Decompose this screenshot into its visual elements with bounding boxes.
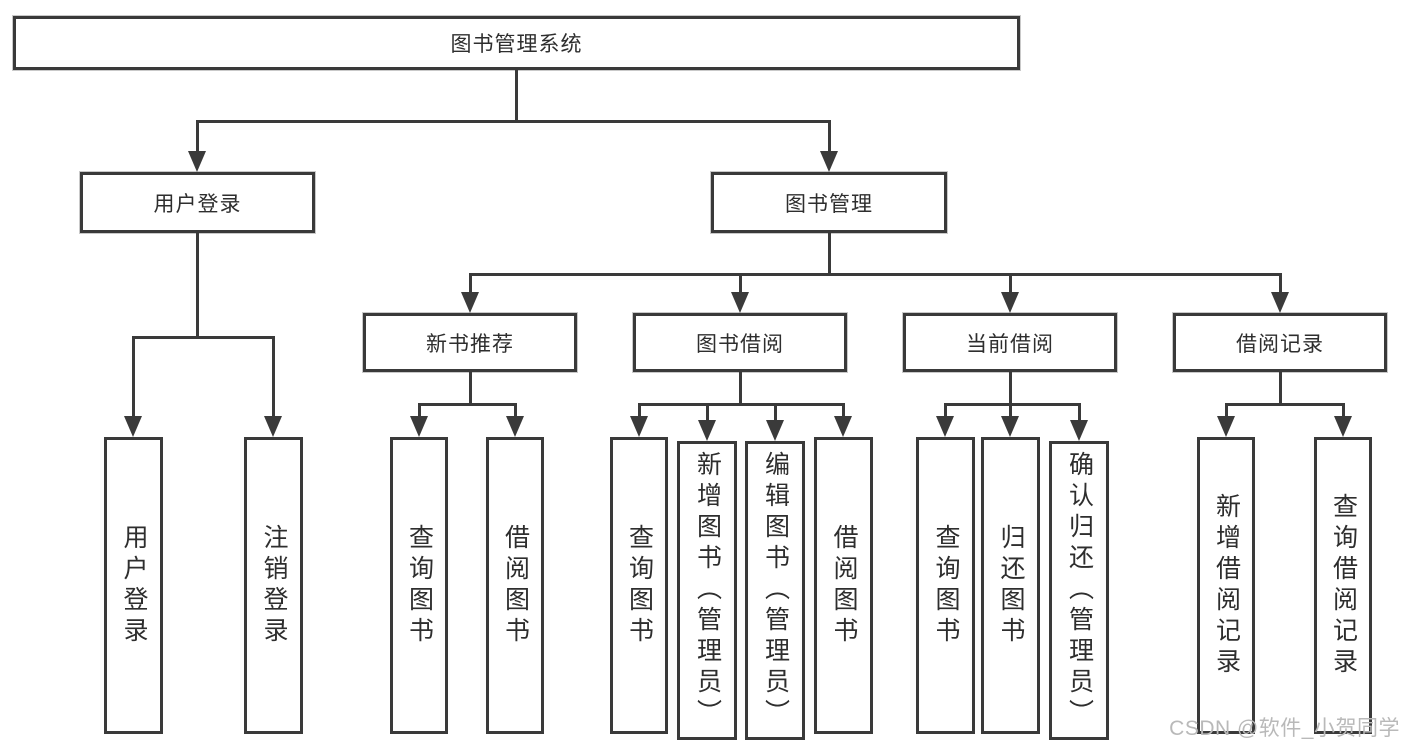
arrowhead-down-icon	[698, 420, 716, 441]
connector-drop	[1009, 273, 1012, 295]
connector-stem	[469, 372, 472, 406]
leaf-edit-book-admin: 编辑图书（管理员）	[745, 441, 805, 740]
leaf-confirm-return-admin: 确认归还（管理员）	[1049, 441, 1109, 740]
connector-rail	[1225, 403, 1345, 406]
node-current-borrowing: 当前借阅	[903, 313, 1117, 372]
leaf-query-book-3: 查询图书	[916, 437, 975, 734]
leaf-query-borrow-record: 查询借阅记录	[1314, 437, 1372, 734]
connector-rail	[132, 336, 275, 339]
connector-drop	[418, 403, 421, 419]
connector-rail	[196, 120, 831, 123]
connector-stem	[196, 233, 199, 339]
node-label: 查询图书	[405, 523, 434, 648]
connector-stem	[1279, 372, 1282, 406]
connector-drop	[272, 336, 275, 419]
arrowhead-down-icon	[124, 416, 142, 437]
node-book-borrowing: 图书借阅	[633, 313, 847, 372]
node-label: 注销登录	[260, 523, 288, 648]
arrowhead-down-icon	[731, 292, 749, 313]
node-label: 归还图书	[997, 523, 1025, 648]
leaf-borrow-book-2: 借阅图书	[814, 437, 873, 734]
leaf-return-book: 归还图书	[981, 437, 1040, 734]
leaf-logout: 注销登录	[244, 437, 303, 734]
arrowhead-down-icon	[506, 416, 524, 437]
arrowhead-down-icon	[1070, 420, 1088, 441]
connector-drop	[739, 273, 742, 295]
connector-drop	[828, 120, 831, 154]
node-label: 查询图书	[625, 523, 654, 648]
connector-rail	[469, 273, 1282, 276]
connector-drop	[706, 403, 709, 423]
leaf-add-book-admin: 新增图书（管理员）	[677, 441, 737, 740]
connector-drop	[1078, 403, 1081, 423]
connector-rail	[418, 403, 517, 406]
arrowhead-down-icon	[1217, 416, 1235, 437]
arrowhead-down-icon	[1334, 416, 1352, 437]
arrowhead-down-icon	[1001, 416, 1019, 437]
connector-drop	[944, 403, 947, 419]
connector-drop	[1342, 403, 1345, 419]
node-label: 借阅图书	[501, 523, 530, 648]
connector-drop	[638, 403, 641, 419]
arrowhead-down-icon	[1271, 292, 1289, 313]
node-label: 新增图书（管理员）	[693, 451, 722, 730]
connector-drop	[1225, 403, 1228, 419]
connector-drop	[469, 273, 472, 295]
node-borrowing-records: 借阅记录	[1173, 313, 1387, 372]
connector-drop	[514, 403, 517, 419]
connector-stem	[1009, 372, 1012, 406]
arrowhead-down-icon	[1001, 292, 1019, 313]
leaf-user-login: 用户登录	[104, 437, 163, 734]
arrowhead-down-icon	[820, 151, 838, 172]
leaf-borrow-book-1: 借阅图书	[486, 437, 544, 734]
node-system-root: 图书管理系统	[13, 16, 1020, 70]
node-label: 用户登录	[120, 523, 148, 648]
node-label: 借阅图书	[830, 523, 858, 648]
arrowhead-down-icon	[766, 420, 784, 441]
connector-drop	[1279, 273, 1282, 295]
node-label: 确认归还（管理员）	[1065, 451, 1094, 730]
node-book-management: 图书管理	[711, 172, 947, 233]
connector-drop	[1009, 403, 1012, 419]
arrowhead-down-icon	[264, 416, 282, 437]
connector-rail	[638, 403, 845, 406]
node-label: 查询图书	[932, 523, 960, 648]
connector-stem	[515, 70, 518, 123]
connector-drop	[196, 120, 199, 154]
node-label: 新增借阅记录	[1212, 492, 1241, 679]
node-label: 编辑图书（管理员）	[761, 451, 790, 730]
arrowhead-down-icon	[461, 292, 479, 313]
watermark: CSDN @软件_小贺同学	[1169, 717, 1400, 740]
leaf-query-book-1: 查询图书	[390, 437, 448, 734]
node-user-login: 用户登录	[80, 172, 315, 233]
connector-stem	[828, 233, 831, 276]
connector-drop	[774, 403, 777, 423]
node-new-book-recommend: 新书推荐	[363, 313, 577, 372]
connector-drop	[132, 336, 135, 419]
arrowhead-down-icon	[936, 416, 954, 437]
arrowhead-down-icon	[188, 151, 206, 172]
node-label: 查询借阅记录	[1329, 492, 1358, 679]
arrowhead-down-icon	[630, 416, 648, 437]
connector-rail	[944, 403, 1081, 406]
connector-drop	[842, 403, 845, 419]
arrowhead-down-icon	[410, 416, 428, 437]
arrowhead-down-icon	[834, 416, 852, 437]
leaf-add-borrow-record: 新增借阅记录	[1197, 437, 1255, 734]
connector-stem	[739, 372, 742, 406]
leaf-query-book-2: 查询图书	[610, 437, 668, 734]
